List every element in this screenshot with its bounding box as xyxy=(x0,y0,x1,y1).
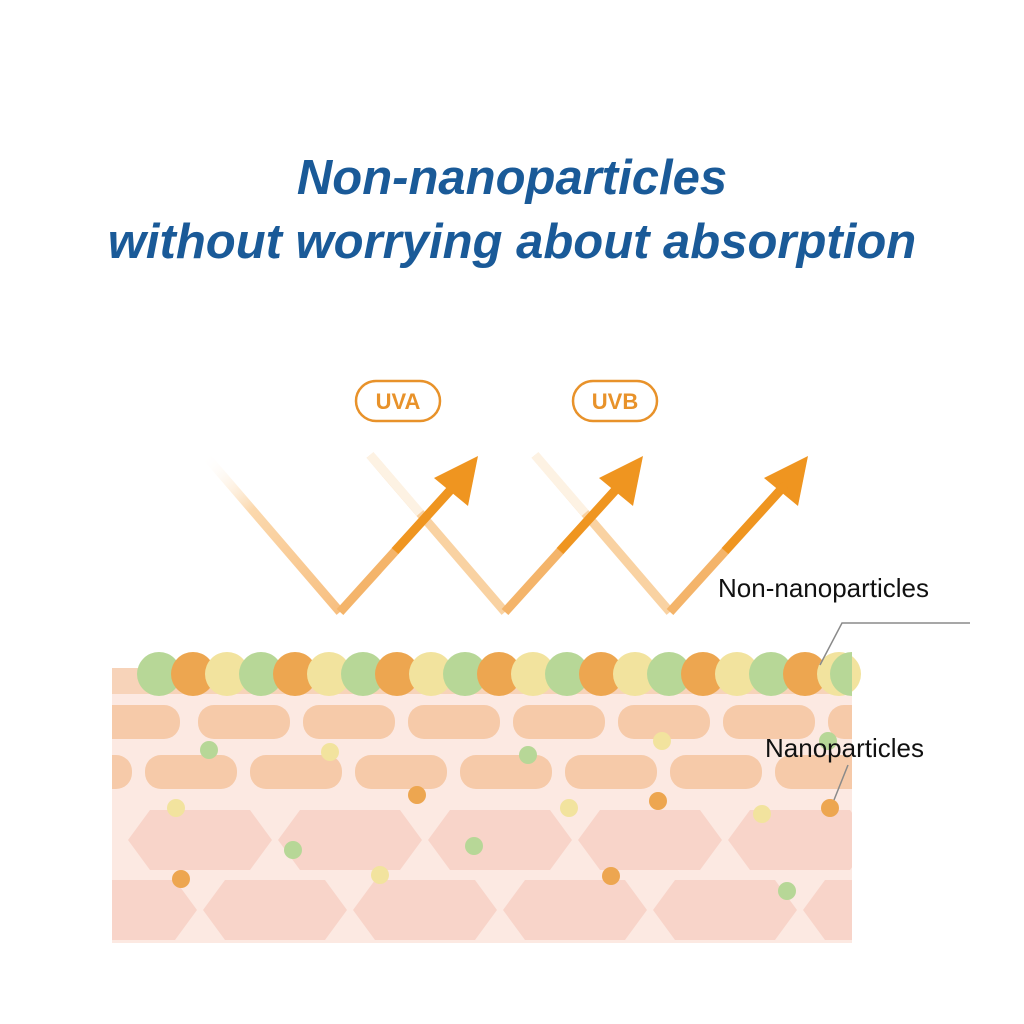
ray-arrowhead xyxy=(599,456,643,506)
nanoparticle xyxy=(653,732,671,750)
brick xyxy=(723,705,815,739)
ray-arrowhead xyxy=(434,456,478,506)
dermis-cell xyxy=(728,810,852,870)
non-nanoparticle xyxy=(477,652,521,696)
brick xyxy=(250,755,342,789)
non-nanoparticle xyxy=(749,652,793,696)
uv-rays xyxy=(201,452,808,616)
non-nanoparticle xyxy=(273,652,317,696)
title-line-2: without worrying about absorption xyxy=(107,215,917,269)
non-nanoparticle xyxy=(307,652,351,696)
non-nanoparticle-layer xyxy=(137,652,861,696)
dermis-cells xyxy=(112,810,852,940)
ray-arrowhead xyxy=(764,456,808,506)
dermis-cell xyxy=(803,880,852,940)
non-nanoparticle xyxy=(545,652,589,696)
non-nanoparticle xyxy=(409,652,453,696)
nanoparticle xyxy=(371,866,389,884)
dermis-cell xyxy=(428,810,572,870)
leader-line xyxy=(833,764,849,801)
epidermis-bricks xyxy=(112,705,852,789)
nanoparticle xyxy=(167,799,185,817)
leader-line xyxy=(819,622,970,666)
dermis-cell xyxy=(128,810,272,870)
dermis-cell xyxy=(653,880,797,940)
skin-layers xyxy=(112,668,852,943)
nanoparticle xyxy=(819,732,837,750)
brick xyxy=(198,705,290,739)
non-nanoparticle xyxy=(137,652,181,696)
nanoparticle xyxy=(172,870,190,888)
dermis-cell xyxy=(353,880,497,940)
brick xyxy=(145,755,237,789)
uvb-badge-label: UVB xyxy=(592,389,638,414)
nanoparticles-label: Nanoparticles xyxy=(765,733,924,763)
uvb-badge: UVB xyxy=(571,379,659,423)
nanoparticle xyxy=(519,746,537,764)
brick xyxy=(828,705,852,739)
non-nanoparticle xyxy=(341,652,385,696)
dermis-cell xyxy=(278,810,422,870)
nanoparticles-scattered xyxy=(167,732,839,900)
non-nanoparticle xyxy=(511,652,555,696)
non-nanoparticle xyxy=(613,652,657,696)
callout-non-nanoparticles: Non-nanoparticles xyxy=(718,573,970,666)
non-nanoparticle xyxy=(375,652,419,696)
non-nanoparticle xyxy=(647,652,691,696)
nanoparticle xyxy=(560,799,578,817)
nanoparticle xyxy=(408,786,426,804)
nanoparticle xyxy=(602,867,620,885)
brick xyxy=(775,755,852,789)
non-nanoparticle xyxy=(783,652,827,696)
non-nanoparticles-label: Non-nanoparticles xyxy=(718,573,929,603)
dermis-cell xyxy=(203,880,347,940)
brick xyxy=(513,705,605,739)
brick xyxy=(112,705,180,739)
non-nanoparticle xyxy=(715,652,759,696)
dermis-cell xyxy=(503,880,647,940)
non-nanoparticle xyxy=(681,652,725,696)
nanoparticle xyxy=(649,792,667,810)
nanoparticle xyxy=(321,743,339,761)
callout-nanoparticles: Nanoparticles xyxy=(765,733,924,801)
uva-badge-label: UVA xyxy=(376,389,421,414)
dermis-cell xyxy=(112,880,197,940)
brick xyxy=(408,705,500,739)
brick xyxy=(355,755,447,789)
nanoparticle xyxy=(200,741,218,759)
nanoparticle xyxy=(284,841,302,859)
non-nanoparticle xyxy=(239,652,283,696)
non-nanoparticle xyxy=(171,652,215,696)
non-nanoparticle xyxy=(579,652,623,696)
nanoparticle xyxy=(465,837,483,855)
nanoparticle xyxy=(821,799,839,817)
non-nanoparticle xyxy=(830,652,852,696)
uva-badge: UVA xyxy=(354,379,442,423)
non-nanoparticle xyxy=(205,652,249,696)
title-line-1: Non-nanoparticles xyxy=(296,151,728,205)
brick xyxy=(303,705,395,739)
non-nanoparticle xyxy=(443,652,487,696)
ray-incoming xyxy=(201,452,344,615)
brick xyxy=(565,755,657,789)
dermis-cell xyxy=(578,810,722,870)
nanoparticle xyxy=(778,882,796,900)
brick xyxy=(670,755,762,789)
brick xyxy=(112,755,132,789)
brick xyxy=(460,755,552,789)
nanoparticle xyxy=(753,805,771,823)
brick xyxy=(618,705,710,739)
